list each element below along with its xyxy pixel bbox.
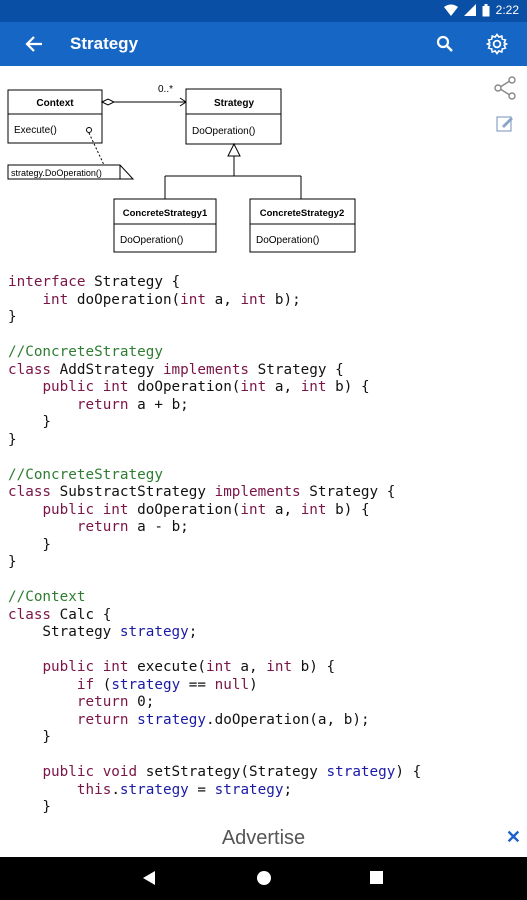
concrete1-class-title: ConcreteStrategy1	[123, 208, 208, 219]
edit-icon[interactable]	[496, 114, 514, 132]
code-line: return 0;	[76, 694, 155, 710]
code-line: public int execute(int a, int b) {	[42, 659, 336, 675]
code-line: return a + b;	[76, 396, 189, 413]
navigation-bar	[0, 857, 527, 900]
concrete2-class-method: DoOperation()	[256, 235, 319, 246]
concrete1-class-method: DoOperation()	[120, 235, 183, 246]
context-class-method: Execute()	[14, 125, 57, 136]
code-line: }	[8, 431, 17, 448]
status-icons: 2:22	[443, 3, 519, 17]
code-line: }	[8, 729, 52, 745]
code-block: interface Strategy { int doOperation(int…	[8, 274, 421, 817]
ad-banner[interactable]: Advertise ✕	[0, 819, 527, 857]
code-line: if (strategy == null)	[76, 676, 258, 693]
search-icon	[436, 35, 453, 52]
strategy-class-method: DoOperation()	[192, 126, 255, 137]
code-line: class Calc {	[8, 606, 112, 623]
code-line: interface Strategy {	[8, 274, 181, 290]
back-button[interactable]	[22, 32, 46, 56]
nav-back-icon[interactable]	[141, 870, 157, 886]
code-comment: //ConcreteStrategy	[8, 344, 163, 360]
code-line: }	[8, 309, 17, 325]
code-line: this.strategy = strategy;	[76, 781, 293, 798]
status-bar: 2:22	[0, 0, 527, 22]
code-line: }	[8, 554, 17, 570]
ad-label: Advertise	[221, 827, 306, 849]
code-line: return a - b;	[76, 519, 189, 535]
share-icon[interactable]	[493, 76, 517, 100]
concrete2-class-title: ConcreteStrategy2	[260, 208, 344, 219]
app-bar: Strategy	[0, 22, 527, 66]
code-line: return strategy.doOperation(a, b);	[76, 711, 370, 728]
settings-button[interactable]	[485, 32, 509, 56]
multiplicity-label: 0..*	[158, 84, 173, 95]
search-button[interactable]	[433, 32, 457, 56]
code-comment: //ConcreteStrategy	[8, 466, 163, 483]
code-line: }	[8, 799, 52, 815]
nav-home-icon[interactable]	[257, 871, 271, 885]
code-line: Strategy strategy;	[8, 624, 198, 640]
code-line: int doOperation(int a, int b);	[42, 291, 301, 308]
wifi-icon	[443, 4, 458, 16]
code-line: class AddStrategy implements Strategy {	[8, 361, 344, 378]
code-comment: //Context	[8, 589, 86, 605]
page-title: Strategy	[70, 34, 139, 53]
code-line: }	[8, 414, 52, 430]
code-line: public int doOperation(int a, int b) {	[42, 501, 370, 518]
uml-diagram: Context Execute() 0..* Strategy DoOperat…	[7, 84, 356, 253]
code-line: class SubstractStrategy implements Strat…	[8, 484, 396, 500]
content-area[interactable]: Context Execute() 0..* Strategy DoOperat…	[0, 66, 527, 819]
code-line: public void setStrategy(Strategy strateg…	[42, 764, 422, 780]
signal-icon	[463, 4, 476, 16]
gear-icon	[486, 33, 508, 55]
ad-close-button[interactable]: ✕	[505, 827, 521, 847]
code-line: public int doOperation(int a, int b) {	[42, 379, 370, 395]
context-class-title: Context	[36, 98, 74, 109]
note-text: strategy.DoOperation()	[11, 168, 102, 178]
code-line: }	[8, 536, 52, 553]
status-time: 2:22	[495, 3, 519, 17]
battery-icon	[482, 3, 490, 16]
side-actions	[493, 76, 517, 132]
arrow-back-icon	[25, 36, 42, 52]
strategy-class-title: Strategy	[214, 98, 254, 109]
nav-recent-icon[interactable]	[370, 871, 383, 884]
